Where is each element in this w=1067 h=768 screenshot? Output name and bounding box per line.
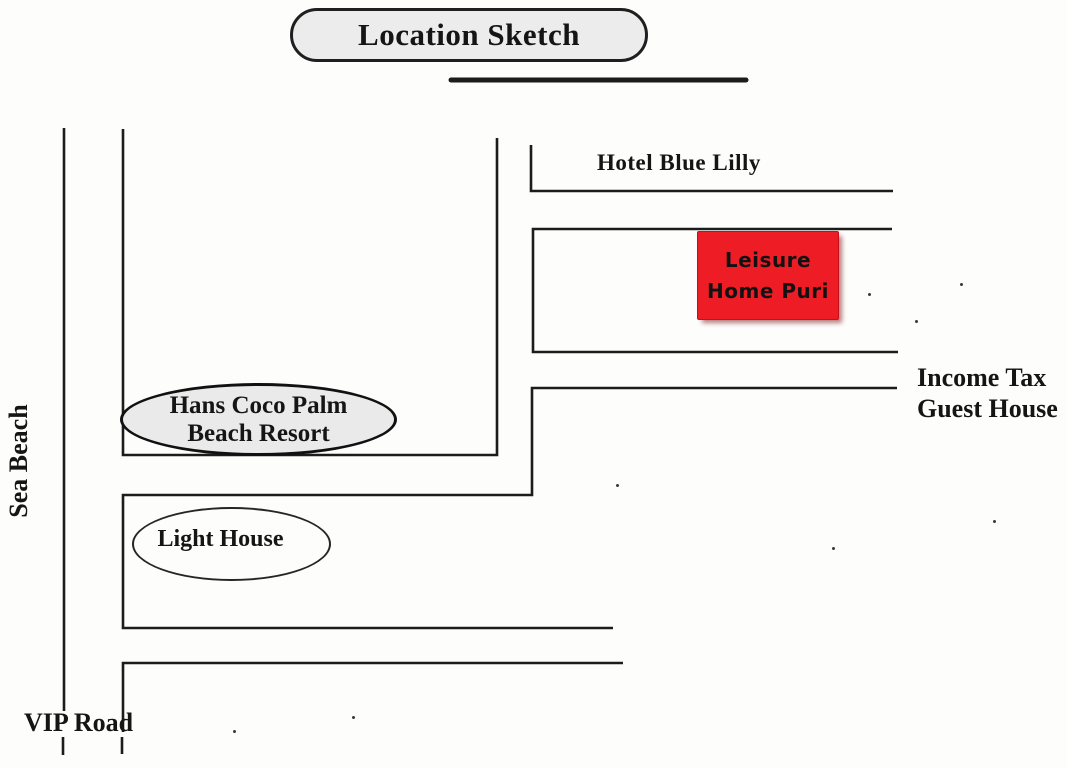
scan-speck xyxy=(832,547,835,550)
scan-speck xyxy=(352,716,355,719)
title-callout: Location Sketch xyxy=(290,8,648,62)
hotel-street-line xyxy=(529,145,893,193)
leisure-street-upper-line xyxy=(531,227,898,354)
leisure-home-puri-line1: Leisure xyxy=(724,247,812,272)
income-tax-street-line xyxy=(121,386,897,630)
income-tax-line2: Guest House xyxy=(917,394,1058,423)
income-tax-guest-house-label: Income Tax Guest House xyxy=(917,362,1058,424)
light-house-label: Light House xyxy=(157,525,284,552)
scan-speck xyxy=(960,283,963,286)
light-house-oval: Light House xyxy=(132,507,331,581)
hans-coco-line1: Hans Coco Palm xyxy=(169,391,348,419)
leisure-home-puri-box: Leisure Home Puri xyxy=(697,231,839,320)
scan-speck xyxy=(868,293,871,296)
scan-speck xyxy=(233,730,236,733)
vip-road-label: VIP Road xyxy=(24,708,134,737)
lower-cross-street-line xyxy=(121,661,623,732)
hotel-blue-lilly-label: Hotel Blue Lilly xyxy=(597,150,761,175)
income-tax-line1: Income Tax xyxy=(917,363,1047,392)
hans-coco-line2: Beach Resort xyxy=(187,419,330,447)
hans-coco-palm-beach-resort-oval: Hans Coco Palm Beach Resort xyxy=(120,383,397,456)
scan-speck xyxy=(993,520,996,523)
scan-speck xyxy=(616,484,619,487)
beach-road-right-edge-and-resort-road xyxy=(121,129,499,457)
page-title: Location Sketch xyxy=(358,17,580,52)
leisure-home-puri-line2: Home Puri xyxy=(707,278,829,303)
sea-beach-label: Sea Beach xyxy=(4,404,33,518)
scan-speck xyxy=(915,320,918,323)
